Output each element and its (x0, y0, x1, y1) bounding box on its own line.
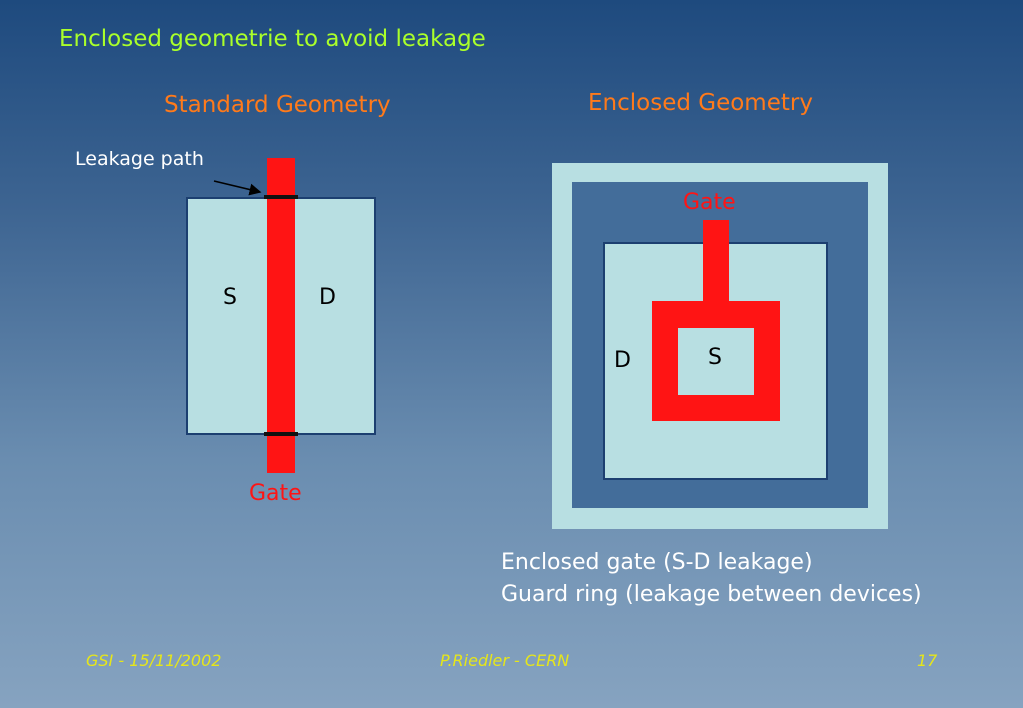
enclosed-geometry-heading: Enclosed Geometry (588, 90, 813, 116)
enclosed-source-label: S (708, 345, 722, 370)
standard-drain-label: D (319, 285, 336, 310)
description-line-2: Guard ring (leakage between devices) (501, 582, 922, 607)
description-line-1: Enclosed gate (S-D leakage) (501, 550, 813, 575)
standard-source-label: S (223, 285, 237, 310)
enclosed-gate-stem (703, 220, 729, 305)
footer-author: P.Riedler - CERN (440, 651, 570, 670)
leakage-edge-top (264, 195, 298, 199)
leakage-edge-bottom (264, 432, 298, 436)
slide-title: Enclosed geometrie to avoid leakage (59, 26, 486, 52)
enclosed-source-area (678, 328, 754, 395)
standard-gate-label: Gate (249, 481, 302, 506)
enclosed-drain-label: D (614, 348, 631, 373)
footer-date: GSI - 15/11/2002 (86, 651, 222, 670)
standard-gate-bar (267, 158, 295, 473)
footer-page-number: 17 (917, 651, 938, 670)
leakage-path-label: Leakage path (75, 148, 204, 170)
enclosed-gate-label: Gate (683, 190, 736, 215)
standard-geometry-heading: Standard Geometry (164, 92, 391, 118)
